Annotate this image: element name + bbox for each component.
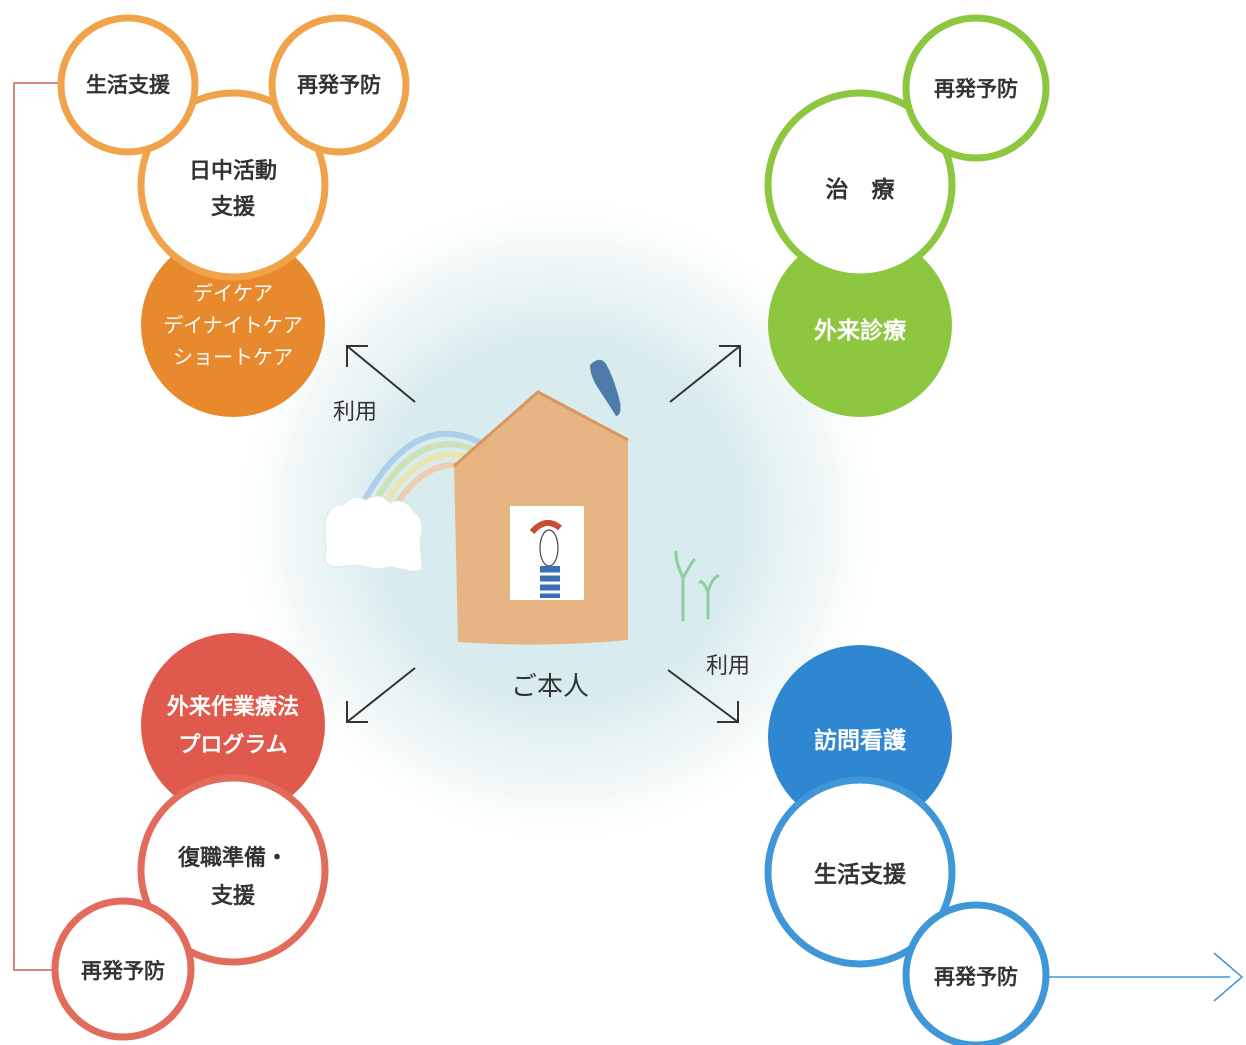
arrow-to-ot-program bbox=[346, 667, 416, 723]
home-nursing-label: 訪問看護 bbox=[814, 728, 906, 754]
sprout-illustration bbox=[674, 550, 720, 622]
chevron-right-icon bbox=[1213, 952, 1244, 1002]
ot-program-circle bbox=[141, 633, 325, 817]
life-support-label-blue: 生活支援 bbox=[814, 862, 906, 888]
outpatient-circle bbox=[768, 233, 952, 417]
bird-illustration bbox=[590, 359, 621, 416]
treatment-label: 治 療 bbox=[825, 177, 895, 203]
arrow-to-home-nursing bbox=[667, 669, 739, 723]
life-support-label-orange: 生活支援 bbox=[86, 73, 170, 97]
activity-support-circle bbox=[137, 89, 329, 281]
relapse-circle-red bbox=[51, 897, 195, 1041]
relapse-label-green: 再発予防 bbox=[934, 77, 1018, 101]
cloud-illustration bbox=[324, 495, 423, 572]
home-nursing-circle bbox=[768, 645, 952, 829]
return-to-work-label: 復職準備・ 支援 bbox=[177, 846, 288, 909]
left-bracket-line bbox=[13, 82, 58, 971]
relapse-label-blue: 再発予防 bbox=[934, 965, 1018, 989]
use-label-top: 利用 bbox=[332, 400, 377, 425]
relapse-circle-green bbox=[902, 14, 1050, 162]
relapse-circle-blue bbox=[902, 901, 1050, 1045]
arrow-to-outpatient bbox=[669, 345, 741, 403]
person-label: ご本人 bbox=[510, 671, 589, 702]
daycare-circle bbox=[141, 233, 325, 417]
outpatient-label: 外来診療 bbox=[814, 318, 906, 344]
life-support-circle-blue bbox=[764, 776, 956, 968]
relapse-label-orange: 再発予防 bbox=[297, 73, 381, 97]
ot-program-label: 外来作業療法 プログラム bbox=[166, 695, 299, 758]
house-illustration bbox=[453, 390, 629, 645]
relapse-circle-orange bbox=[268, 14, 410, 156]
arrow-to-daycare bbox=[346, 345, 416, 403]
return-to-work-circle bbox=[137, 774, 329, 966]
life-support-circle-orange bbox=[57, 14, 199, 156]
treatment-circle bbox=[764, 89, 956, 281]
relapse-label-red: 再発予防 bbox=[81, 959, 165, 983]
daycare-label: デイケア デイナイトケア ショートケア bbox=[163, 281, 303, 369]
use-label-bottom: 利用 bbox=[705, 654, 750, 679]
activity-support-label: 日中活動 支援 bbox=[188, 159, 277, 220]
